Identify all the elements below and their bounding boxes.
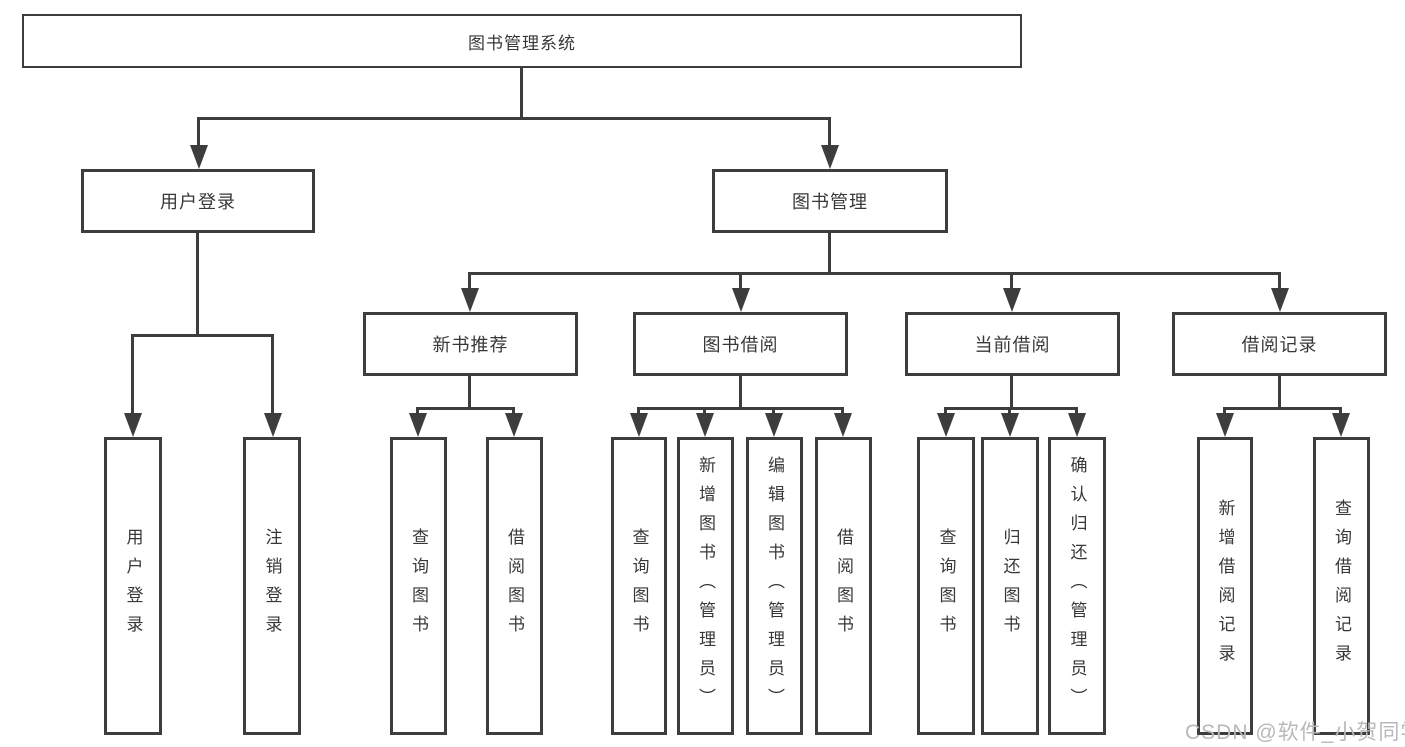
connector-drop-b3 (772, 407, 775, 414)
connector-drop-book-mgmt (828, 117, 831, 146)
arrow-r2 (505, 413, 523, 437)
leaf-borrow-book-recommend: 借阅图书 (486, 437, 543, 735)
connector-level3-rail (468, 272, 1281, 275)
leaf-edit-book-admin: 编辑图书（管理员） (746, 437, 803, 735)
connector-borrow-rail (637, 407, 844, 410)
arrow-recommend (461, 288, 479, 312)
arrow-c2 (1001, 413, 1019, 437)
node-library-system: 图书管理系统 (22, 14, 1022, 68)
leaf-query-book-borrow: 查询图书 (611, 437, 667, 735)
arrow-b2 (696, 413, 714, 437)
arrow-current (1003, 288, 1021, 312)
connector-borrow-stem (739, 376, 742, 407)
leaf-query-book-current: 查询图书 (917, 437, 975, 735)
arrow-leaf-login (124, 413, 142, 437)
arrow-leaf-logout (264, 413, 282, 437)
connector-recommend-stem (468, 376, 471, 407)
leaf-add-borrow-record: 新增借阅记录 (1197, 437, 1253, 735)
arrow-r1 (409, 413, 427, 437)
leaf-logout: 注销登录 (243, 437, 301, 735)
connector-drop-r2 (512, 407, 515, 414)
arrow-b1 (630, 413, 648, 437)
connector-drop-d1 (1223, 407, 1226, 414)
connector-drop-r1 (416, 407, 419, 414)
connector-drop-c3 (1075, 407, 1078, 414)
leaf-query-book-recommend: 查询图书 (390, 437, 447, 735)
node-current-borrow: 当前借阅 (905, 312, 1120, 376)
arrow-borrow (732, 288, 750, 312)
leaf-user-login: 用户登录 (104, 437, 162, 735)
arrow-b4 (834, 413, 852, 437)
connector-drop-record (1278, 272, 1281, 289)
connector-drop-borrow (739, 272, 742, 289)
connector-drop-b1 (637, 407, 640, 414)
connector-drop-current (1010, 272, 1013, 289)
arrow-d2 (1332, 413, 1350, 437)
connector-root-stem (520, 68, 523, 117)
connector-drop-b4 (841, 407, 844, 414)
arrow-record (1271, 288, 1289, 312)
leaf-add-book-admin: 新增图书（管理员） (677, 437, 734, 735)
node-borrow-record: 借阅记录 (1172, 312, 1387, 376)
node-new-book-recommend: 新书推荐 (363, 312, 578, 376)
connector-record-stem (1278, 376, 1281, 407)
connector-drop-leaf-logout (271, 334, 274, 414)
arrow-book-mgmt (821, 145, 839, 169)
connector-drop-c2 (1008, 407, 1011, 414)
leaf-query-borrow-record: 查询借阅记录 (1313, 437, 1370, 735)
connector-drop-d2 (1339, 407, 1342, 414)
arrow-c3 (1068, 413, 1086, 437)
connector-drop-c1 (944, 407, 947, 414)
arrow-d1 (1216, 413, 1234, 437)
csdn-watermark: CSDN @软件_小贺同学 (1185, 721, 1405, 744)
connector-recommend-rail (416, 407, 515, 410)
connector-mgmt-stem (828, 233, 831, 272)
node-book-borrow: 图书借阅 (633, 312, 848, 376)
connector-drop-recommend (468, 272, 471, 289)
connector-user-rail (131, 334, 274, 337)
connector-record-rail (1223, 407, 1342, 410)
leaf-borrow-book: 借阅图书 (815, 437, 872, 735)
arrow-user-login (190, 145, 208, 169)
arrow-c1 (937, 413, 955, 437)
connector-current-stem (1010, 376, 1013, 407)
connector-drop-user-login (197, 117, 200, 146)
arrow-b3 (765, 413, 783, 437)
leaf-return-book: 归还图书 (981, 437, 1039, 735)
node-book-management: 图书管理 (712, 169, 948, 233)
connector-current-rail (944, 407, 1078, 410)
connector-level2-rail (197, 117, 831, 120)
leaf-confirm-return-admin: 确认归还（管理员） (1048, 437, 1106, 735)
connector-drop-b2 (703, 407, 706, 414)
node-user-login: 用户登录 (81, 169, 315, 233)
connector-user-stem (196, 233, 199, 334)
connector-drop-leaf-login (131, 334, 134, 414)
